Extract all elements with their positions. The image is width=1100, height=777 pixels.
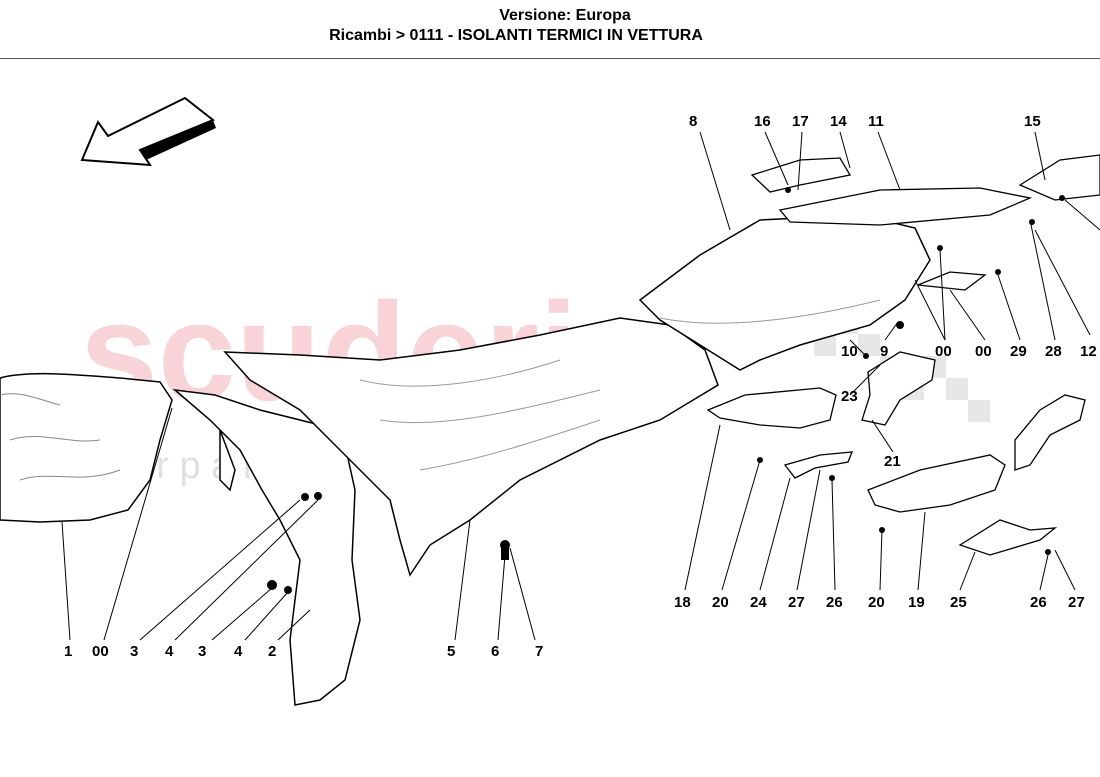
callout-26a: 26: [826, 594, 843, 611]
callout-26b: 26: [1030, 594, 1047, 611]
part-1-left-shield: [0, 372, 173, 523]
front-direction-arrow-icon: [80, 96, 216, 167]
callout-27b: 27: [1068, 594, 1085, 611]
part-18-shield: [706, 387, 837, 429]
callout-5: 5: [447, 643, 455, 660]
callout-10: 10: [841, 343, 858, 360]
callout-20b: 20: [868, 594, 885, 611]
callout-16: 16: [754, 113, 771, 130]
small-shields: [706, 351, 1086, 556]
callout-19: 19: [908, 594, 925, 611]
callout-20a: 20: [712, 594, 729, 611]
part-29-plate: [917, 271, 987, 291]
callout-1: 1: [64, 643, 72, 660]
version-title: Versione: Europa: [499, 7, 631, 24]
callout-labels: 1 00 3 4 3 4 2 5 6 7 8 16 17 14 11 15 10…: [64, 113, 1097, 660]
part-15-plate: [1018, 154, 1100, 201]
part-11-plate: [778, 187, 1033, 226]
callout-11: 11: [868, 113, 884, 130]
page-header: Versione: Europa Ricambi > 0111 - ISOLAN…: [0, 0, 1100, 60]
callout-23: 23: [841, 388, 858, 405]
callout-15: 15: [1024, 113, 1041, 130]
callout-00c: 00: [975, 343, 992, 360]
breadcrumb: Ricambi > 0111 - ISOLANTI TERMICI IN VET…: [329, 27, 703, 44]
callout-7: 7: [535, 643, 543, 660]
callout-4a: 4: [165, 643, 174, 660]
callout-25: 25: [950, 594, 967, 611]
callout-00b: 00: [935, 343, 952, 360]
leader-lines: [61, 131, 1100, 641]
callout-24: 24: [750, 594, 767, 611]
header-divider: [0, 58, 1100, 59]
part-27-shield: [1014, 394, 1086, 471]
callout-3b: 3: [198, 643, 206, 660]
part-21-shield: [861, 351, 936, 426]
callout-12: 12: [1080, 343, 1097, 360]
part-5-tunnel-shield: [223, 317, 719, 577]
callout-8: 8: [689, 113, 697, 130]
callout-21: 21: [884, 453, 901, 470]
callout-9: 9: [880, 343, 888, 360]
callout-18: 18: [674, 594, 691, 611]
part-24-bracket: [783, 451, 853, 479]
callout-6: 6: [491, 643, 499, 660]
fasteners: [267, 187, 1065, 594]
part-25-bracket: [958, 519, 1058, 556]
callout-4b: 4: [234, 643, 243, 660]
callout-2: 2: [268, 643, 276, 660]
part-2-shield: [172, 388, 361, 706]
callout-00a: 00: [92, 643, 109, 660]
callout-28: 28: [1045, 343, 1062, 360]
part-19-shield: [867, 454, 1006, 513]
part-8-rear-shield: [638, 214, 931, 371]
upper-plates: [750, 154, 1100, 291]
part-16-plate: [750, 157, 852, 193]
callout-14: 14: [830, 113, 847, 130]
callout-3a: 3: [130, 643, 138, 660]
callout-27a: 27: [788, 594, 805, 611]
callout-17: 17: [792, 113, 809, 130]
callout-29: 29: [1010, 343, 1027, 360]
